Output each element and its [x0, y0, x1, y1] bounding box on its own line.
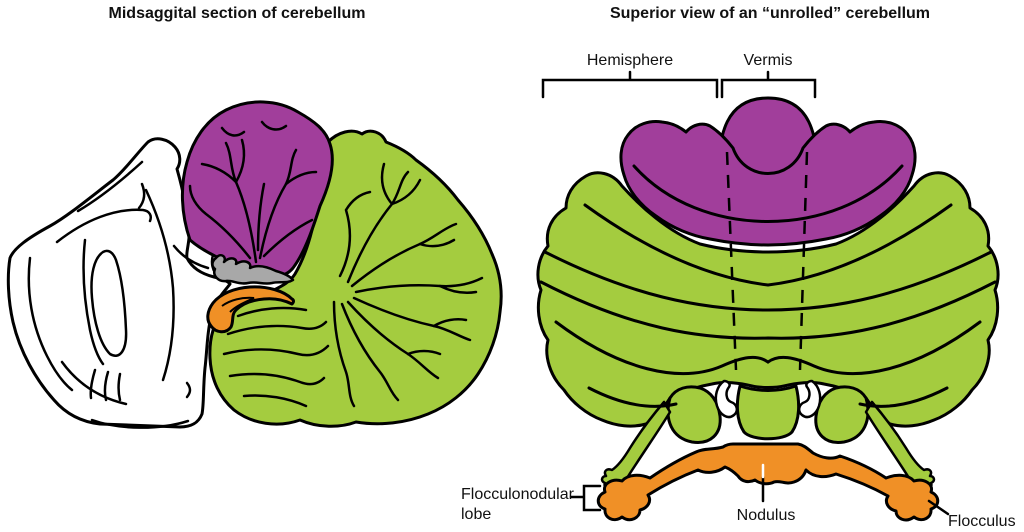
anterior-lobe-folia — [188, 120, 318, 264]
brainstem-sulci — [27, 160, 222, 429]
hemisphere-label: Hemisphere — [586, 52, 674, 69]
posterior-lobe-folia — [222, 162, 484, 408]
unrolled-panel — [536, 70, 1000, 522]
flocculonodular-unrolled — [596, 442, 940, 522]
nodulus-label: Nodulus — [736, 507, 796, 524]
posterior-lobe-bottom-lobules — [666, 384, 870, 444]
fourth-ventricle — [211, 254, 295, 285]
left-panel-title: Midsaggital section of cerebellum — [108, 5, 366, 22]
posterior-lobe-fissures — [539, 203, 997, 408]
flocculonodular-lobe-label: Flocculonodular lobe — [461, 485, 574, 525]
midsagittal-panel — [6, 100, 503, 429]
flocculonodular-midsagittal — [206, 285, 295, 334]
flocculonodular-lobe-label-line1: Flocculonodular — [461, 486, 574, 503]
vermis-label: Vermis — [743, 52, 793, 69]
flocculus-leader-line — [927, 499, 950, 516]
annotation-lines — [541, 70, 950, 516]
flocculonodular-inner-line — [221, 296, 255, 313]
anterior-lobe-collar-arc — [632, 164, 904, 223]
hemisphere-bracket — [541, 70, 719, 99]
anterior-lobe-unrolled — [619, 120, 917, 247]
right-panel-title: Superior view of an “unrolled” cerebellu… — [609, 5, 931, 22]
flocculus-label: Flocculus — [948, 513, 1016, 530]
posterior-lobe-midsagittal — [208, 129, 503, 428]
flocculonodular-lobe-label-line2: lobe — [461, 506, 492, 523]
flocculonodular-bracket — [569, 484, 602, 512]
fissure-hook-cutouts — [714, 379, 822, 419]
vermis-bracket — [720, 70, 817, 99]
